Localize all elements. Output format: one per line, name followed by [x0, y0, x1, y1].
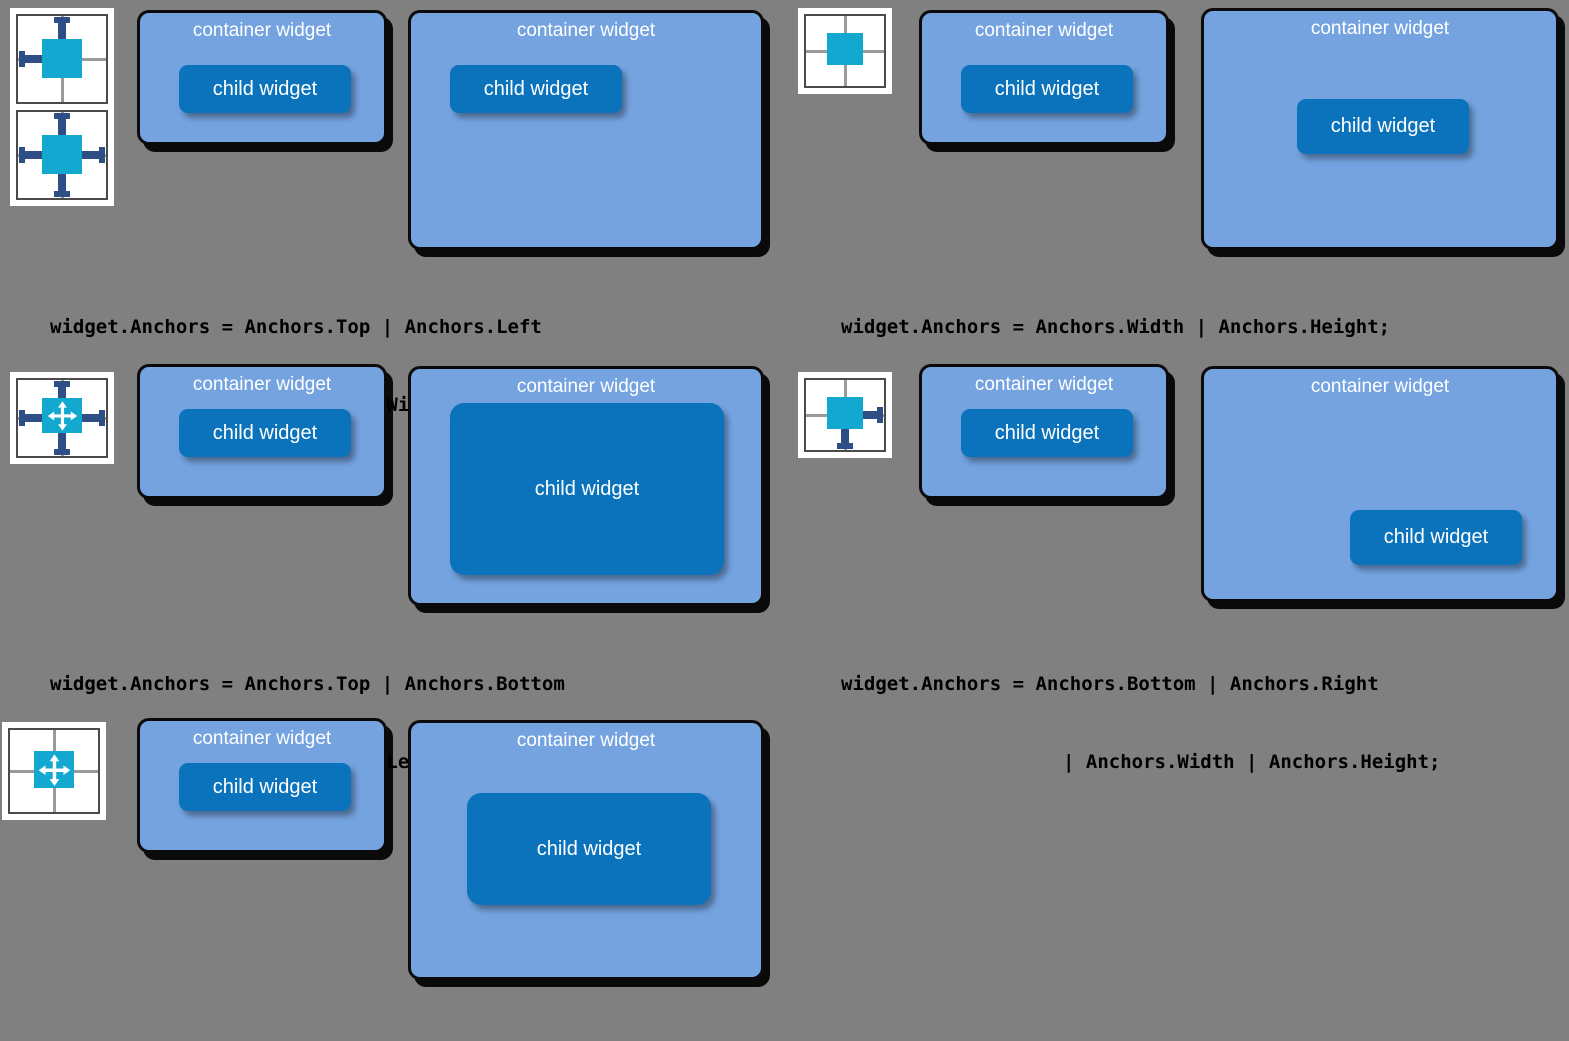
anchor-bar-top: [54, 381, 70, 404]
anchor-icon-top-left-width-height: [10, 8, 114, 206]
child-widget-r3-small: child widget: [179, 763, 351, 811]
container-widget-label: container widget: [192, 728, 332, 749]
child-widget-r1b-large: child widget: [1297, 99, 1469, 154]
code-caption-none: widget.Anchors = Anchors.None;: [50, 1008, 393, 1041]
child-widget-r1-large: child widget: [450, 65, 622, 113]
anchor-bar-right: [859, 407, 884, 423]
anchor-icon-width-height: [798, 8, 892, 94]
code-line: widget.Anchors = Anchors.Top | Anchors.L…: [50, 316, 542, 338]
container-widget-r1-large: container widget child widget: [408, 10, 764, 250]
container-widget-r1-small: container widget child widget: [137, 10, 387, 145]
anchor-icon-top-bottom-left-right: [10, 372, 114, 464]
child-widget-r1b-small: child widget: [961, 65, 1133, 113]
child-widget-r3-large: child widget: [467, 793, 711, 905]
anchor-bar-left: [19, 410, 45, 426]
anchor-icon-cell-all-sides-move: [16, 378, 108, 458]
anchor-bar-right: [79, 410, 105, 426]
container-widget-label: container widget: [516, 20, 656, 41]
code-line: widget.Anchors = Anchors.Top | Anchors.B…: [50, 673, 565, 695]
container-widget-label: container widget: [192, 20, 332, 41]
anchor-widget-square: [827, 33, 863, 66]
anchor-widget-square: [827, 397, 863, 430]
code-line: | Anchors.Width | Anchors.Height;: [1063, 751, 1441, 773]
move-resize-arrows-icon: [36, 753, 73, 787]
container-widget-label: container widget: [1310, 376, 1450, 397]
container-widget-label: container widget: [192, 374, 332, 395]
code-caption-bottom-right-width-height: widget.Anchors = Anchors.Bottom | Anchor…: [841, 619, 1441, 827]
code-line: widget.Anchors = Anchors.Width | Anchors…: [841, 316, 1391, 338]
container-widget-r2b-large: container widget child widget: [1201, 366, 1559, 602]
container-widget-label: container widget: [516, 730, 656, 751]
anchor-icon-cell-bottom-right: [804, 378, 886, 452]
container-widget-r1b-small: container widget child widget: [919, 10, 1169, 145]
move-resize-arrows-icon: [44, 400, 81, 432]
container-widget-r2-small: container widget child widget: [137, 364, 387, 499]
anchor-icon-cell-no-anchors: [804, 14, 886, 88]
anchor-bar-top: [54, 17, 70, 43]
anchor-icon-none: [2, 722, 106, 820]
child-widget-r2-small: child widget: [179, 409, 351, 457]
child-widget-r2b-small: child widget: [961, 409, 1133, 457]
anchor-bar-right: [79, 147, 105, 163]
container-widget-r1b-large: container widget child widget: [1201, 8, 1559, 250]
container-widget-label: container widget: [516, 376, 656, 397]
code-line: widget.Anchors = Anchors.Bottom | Anchor…: [841, 673, 1379, 695]
container-widget-r3-small: container widget child widget: [137, 718, 387, 853]
anchor-widget-square: [41, 134, 83, 175]
container-widget-label: container widget: [1310, 18, 1450, 39]
anchor-icon-cell-top-left: [16, 14, 108, 104]
child-widget-r2-large: child widget: [450, 403, 724, 575]
anchor-bar-bottom: [54, 171, 70, 198]
anchor-icon-cell-none: [8, 728, 100, 814]
container-widget-r3-large: container widget child widget: [408, 720, 764, 980]
anchor-icon-bottom-right-width-height: [798, 372, 892, 458]
anchor-bar-left: [19, 147, 45, 163]
anchor-bar-bottom: [837, 428, 853, 449]
anchor-icon-cell-all-sides: [16, 110, 108, 200]
anchor-bar-top: [54, 113, 70, 139]
code-caption-width-height: widget.Anchors = Anchors.Width | Anchors…: [841, 262, 1390, 392]
container-widget-r2-large: container widget child widget: [408, 366, 764, 606]
container-widget-label: container widget: [974, 20, 1114, 41]
container-widget-r2b-small: container widget child widget: [919, 364, 1169, 499]
anchor-bar-left: [19, 51, 45, 67]
anchor-widget-square: [41, 38, 83, 79]
child-widget-r2b-large: child widget: [1350, 510, 1522, 565]
container-widget-label: container widget: [974, 374, 1114, 395]
child-widget-r1-small: child widget: [179, 65, 351, 113]
anchor-bar-bottom: [54, 432, 70, 455]
